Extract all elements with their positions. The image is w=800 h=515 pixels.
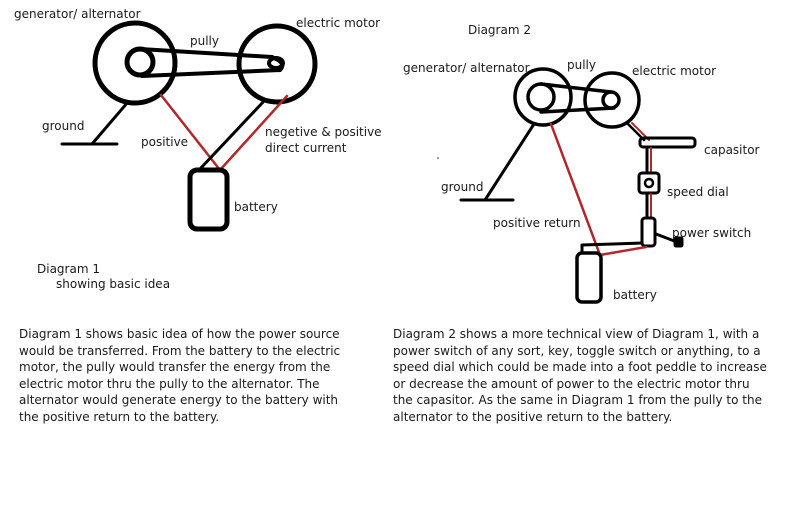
- d1-generator-wheel: [92, 20, 178, 106]
- d2-capacitor: [638, 136, 697, 149]
- d2-label-pulley: pully: [567, 58, 596, 72]
- d2-switch-battery-black: [580, 241, 644, 254]
- d2-speed-dial: [637, 171, 661, 195]
- d2-label-capacitor: capasitor: [704, 143, 760, 157]
- d1-pulley-belt: [138, 47, 285, 78]
- d2-label-power-switch: power switch: [672, 226, 752, 240]
- d2-label-ground: ground: [441, 180, 484, 194]
- d2-switch-battery-red: [598, 245, 648, 257]
- d2-stray-dot: [437, 157, 439, 159]
- d1-caption-subtitle: showing basic idea: [56, 277, 171, 291]
- d1-label-motor: electric motor: [296, 16, 381, 30]
- d2-title: Diagram 2: [468, 23, 531, 37]
- d2-label-positive-return: positive return: [493, 216, 581, 230]
- d2-speed-dial-knob: [643, 177, 655, 189]
- d1-label-dc-line2: direct current: [265, 141, 347, 155]
- d1-generator-hub: [124, 46, 156, 78]
- d2-description: Diagram 2 shows a more technical view of…: [393, 327, 767, 424]
- d2-generator-wheel: [513, 67, 573, 127]
- d1-battery: [187, 167, 230, 232]
- d2-battery: [575, 251, 603, 304]
- d2-ground-wire: [483, 122, 536, 202]
- d1-ground-wire: [90, 100, 130, 146]
- d2-generator-hub: [526, 82, 556, 112]
- d2-power-switch: [640, 216, 657, 248]
- d1-caption-title: Diagram 1: [37, 262, 100, 276]
- d2-label-battery: battery: [613, 288, 657, 302]
- d1-label-dc-line1: negetive & positive: [265, 125, 382, 139]
- d2-switch-knob: [673, 236, 684, 248]
- d2-label-speed-dial: speed dial: [667, 185, 729, 199]
- d1-label-positive: positive: [141, 135, 189, 149]
- diagram1-drawing: [60, 20, 318, 232]
- d2-motor-wheel: [583, 71, 641, 129]
- d1-label-pulley: pully: [190, 34, 219, 48]
- d1-motor-positive-wire: [218, 94, 289, 172]
- d2-label-generator: generator/ alternator: [403, 61, 530, 75]
- d2-motor-hub: [601, 90, 621, 110]
- d1-motor-negative-wire: [197, 98, 267, 172]
- d1-description: Diagram 1 shows basic idea of how the po…: [19, 327, 341, 424]
- d2-pulley-belt: [539, 82, 616, 114]
- d1-label-ground: ground: [42, 119, 85, 133]
- d2-label-motor: electric motor: [632, 64, 717, 78]
- d1-label-battery: battery: [234, 200, 278, 214]
- diagram2-drawing: [437, 67, 697, 304]
- d2-positive-return-wire: [549, 122, 602, 257]
- d1-motor-wheel: [236, 23, 318, 105]
- d1-label-generator: generator/ alternator: [14, 7, 141, 21]
